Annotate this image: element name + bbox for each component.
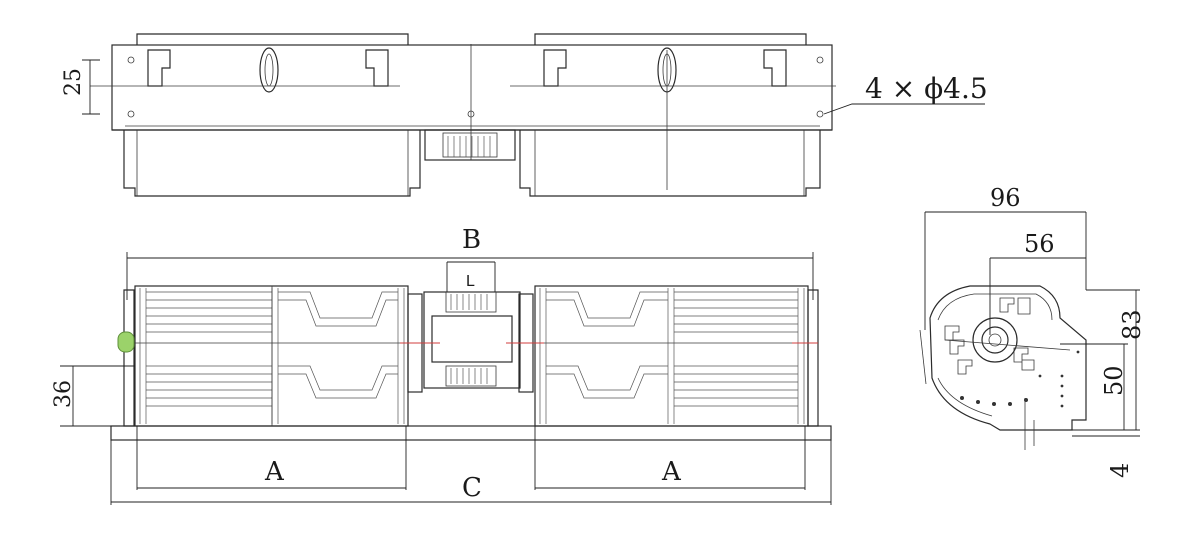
dim-a-left: A	[264, 457, 285, 487]
front-view: B	[51, 225, 832, 505]
dim-83: 83	[1118, 309, 1146, 340]
dim-4: 4	[1106, 463, 1134, 478]
dim-c: C	[462, 473, 482, 503]
dim-l: L	[466, 273, 475, 290]
dim-56: 56	[1024, 230, 1055, 258]
dim-b: B	[462, 225, 481, 255]
dim-36: 36	[51, 380, 76, 408]
dim-a-right: A	[661, 457, 682, 487]
side-view: 96 56 83	[919, 184, 1146, 478]
status-indicator	[117, 331, 135, 353]
dim-25: 25	[61, 68, 86, 96]
dim-96: 96	[990, 184, 1021, 212]
dim-holes: 4 × ϕ4.5	[865, 72, 988, 105]
dim-50: 50	[1100, 365, 1128, 396]
top-view: 25 4 × ϕ4.5	[61, 33, 988, 197]
